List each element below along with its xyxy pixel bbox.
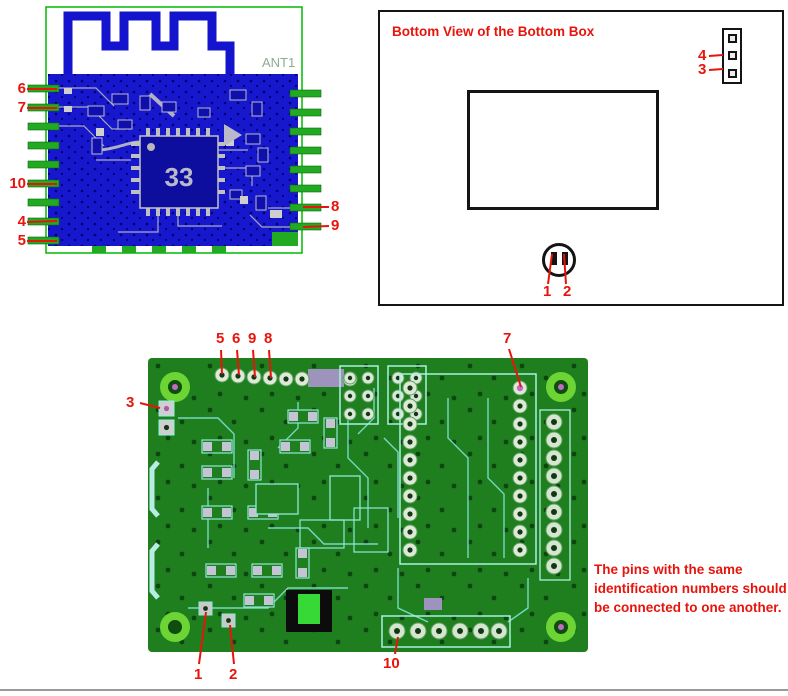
bottom-box-view: Bottom View of the Bottom Box xyxy=(378,10,784,306)
header-pin-square xyxy=(727,34,737,44)
module-pin-label-10: 10 xyxy=(9,175,26,192)
module-pin-label-9: 9 xyxy=(331,217,340,234)
pcb-pin-label-7: 7 xyxy=(503,330,512,347)
plug-pin-1 xyxy=(551,252,557,265)
module-bottom-pads xyxy=(92,232,298,253)
pcb-pin-label-8: 8 xyxy=(264,330,273,347)
pcb-pin-label-2: 2 xyxy=(229,666,238,683)
module-chip: 33 xyxy=(131,128,225,216)
header-pin-square xyxy=(727,68,737,78)
plug-pin-2 xyxy=(562,252,568,265)
box-pin-label-2: 2 xyxy=(563,283,572,300)
module-left-pins xyxy=(27,84,60,245)
pcb-pin-label-9: 9 xyxy=(248,330,257,347)
inner-rectangle xyxy=(467,90,659,210)
pcb-pin-label-6: 6 xyxy=(232,330,241,347)
bottom-left-pads xyxy=(198,601,236,628)
mounting-holes xyxy=(160,372,576,642)
chip-label: 33 xyxy=(165,162,194,192)
ant1-label: ANT1 xyxy=(262,55,295,70)
bottom-box-title: Bottom View of the Bottom Box xyxy=(392,24,595,39)
pcb-pin-label-1: 1 xyxy=(194,666,203,683)
box-pin-label-4: 4 xyxy=(698,47,707,64)
module-pin-label-8: 8 xyxy=(331,198,340,215)
module-pin-label-5: 5 xyxy=(17,232,26,249)
module-pin-label-4: 4 xyxy=(17,213,26,230)
box-pin-label-1: 1 xyxy=(543,283,552,300)
antenna-trace xyxy=(63,11,235,76)
module-pin-label-6: 6 xyxy=(17,80,26,97)
plug-circle xyxy=(542,243,576,277)
box-pin-label-3: 3 xyxy=(698,61,707,78)
module-pin-label-7: 7 xyxy=(17,99,26,116)
module-components xyxy=(87,89,269,211)
pcb-pin-label-5: 5 xyxy=(216,330,225,347)
pcb-pin-label-10: 10 xyxy=(383,655,400,672)
pcb-pin-label-3: 3 xyxy=(126,394,135,411)
arrow-component xyxy=(224,124,242,146)
pcb-traces xyxy=(178,388,529,623)
edge-brackets xyxy=(149,460,160,600)
connection-note: The pins with the same identification nu… xyxy=(594,562,787,615)
module-board-art: ANT1 xyxy=(27,6,322,254)
small-components xyxy=(201,409,389,608)
header-pin-square xyxy=(727,51,737,61)
left-pads xyxy=(158,400,175,436)
pin-header-connector xyxy=(722,28,742,84)
black-component xyxy=(286,590,442,632)
bottom-divider xyxy=(0,689,788,691)
pcb-board-art xyxy=(148,358,588,652)
top-header-pads xyxy=(214,367,358,387)
bottom-connector xyxy=(381,615,511,648)
